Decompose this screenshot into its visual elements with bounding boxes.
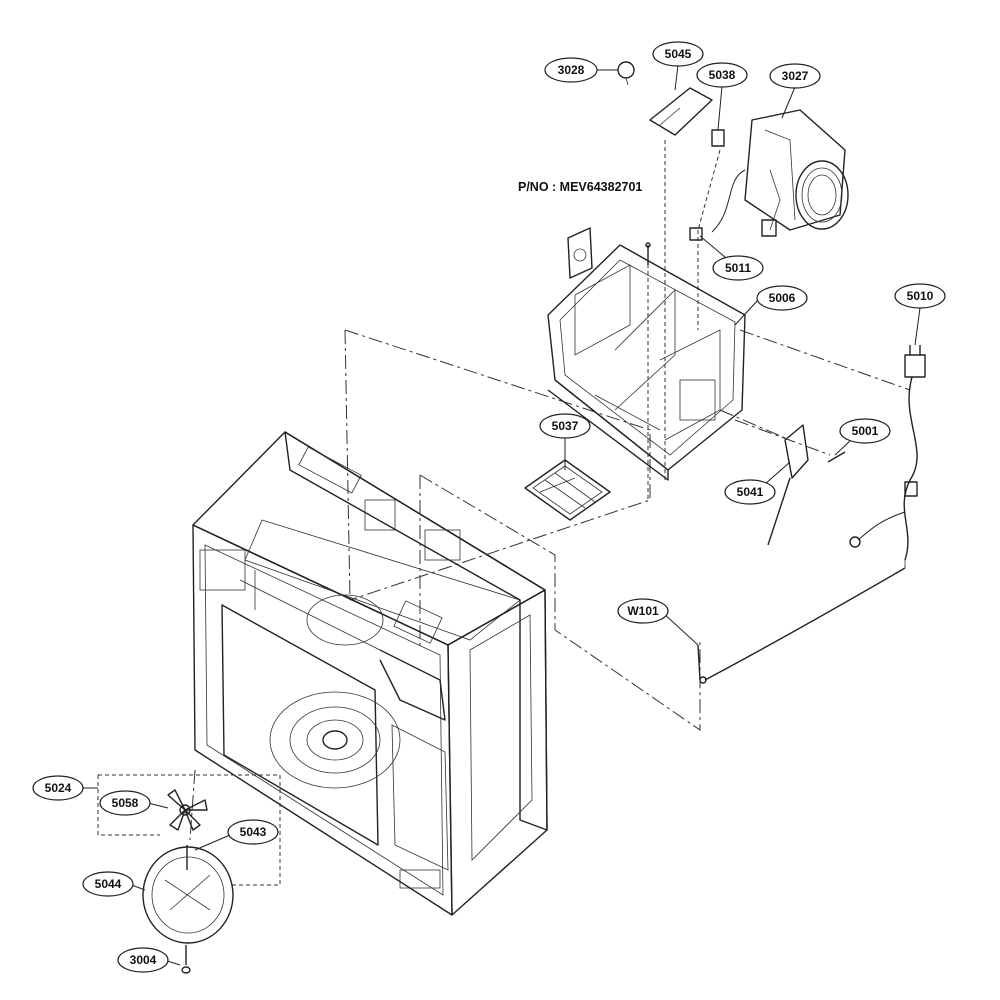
leader-lines (82, 64, 921, 966)
callout-5045: 5045 (652, 41, 704, 67)
wire-harness (697, 567, 906, 684)
small-parts-top (617, 61, 725, 241)
upper-chassis (547, 227, 746, 481)
power-cord (849, 345, 926, 568)
callout-5058: 5058 (99, 790, 151, 816)
callout-5011: 5011 (712, 255, 764, 281)
svg-text:5043: 5043 (240, 825, 267, 839)
svg-text:3028: 3028 (558, 63, 585, 77)
thermostat-part (767, 424, 846, 546)
svg-text:5044: 5044 (95, 877, 122, 891)
assembly-guide-lines (189, 140, 911, 841)
callout-3004: 3004 (117, 947, 169, 973)
callout-W101: W101 (617, 598, 669, 624)
callout-5037: 5037 (539, 413, 591, 439)
callout-5010: 5010 (894, 283, 946, 309)
svg-text:3027: 3027 (782, 69, 809, 83)
svg-text:5011: 5011 (725, 261, 751, 275)
svg-text:5006: 5006 (769, 291, 796, 305)
oven-cavity-frame (192, 431, 548, 916)
svg-text:5001: 5001 (852, 424, 879, 438)
svg-text:5010: 5010 (907, 289, 934, 303)
callout-5006: 5006 (756, 285, 808, 311)
callout-5043: 5043 (227, 819, 279, 845)
svg-text:5038: 5038 (709, 68, 736, 82)
callout-5044: 5044 (82, 871, 134, 897)
svg-text:3004: 3004 (130, 953, 157, 967)
svg-text:5037: 5037 (552, 419, 579, 433)
svg-text:5041: 5041 (737, 485, 764, 499)
part-number-note: P/NO : MEV64382701 (518, 180, 642, 194)
svg-text:5045: 5045 (665, 47, 692, 61)
callout-3028: 3028 (544, 57, 598, 83)
callout-5024: 5024 (32, 775, 84, 801)
callout-5038: 5038 (696, 62, 748, 88)
stirrer-motor-assembly (97, 774, 281, 974)
callout-5001: 5001 (839, 418, 891, 444)
grease-filter (524, 459, 611, 521)
svg-text:5024: 5024 (45, 781, 72, 795)
callout-5041: 5041 (724, 479, 776, 505)
blower-fan-assembly (711, 109, 849, 237)
svg-text:5058: 5058 (112, 796, 139, 810)
callout-3027: 3027 (769, 63, 821, 89)
svg-text:W101: W101 (627, 604, 659, 618)
